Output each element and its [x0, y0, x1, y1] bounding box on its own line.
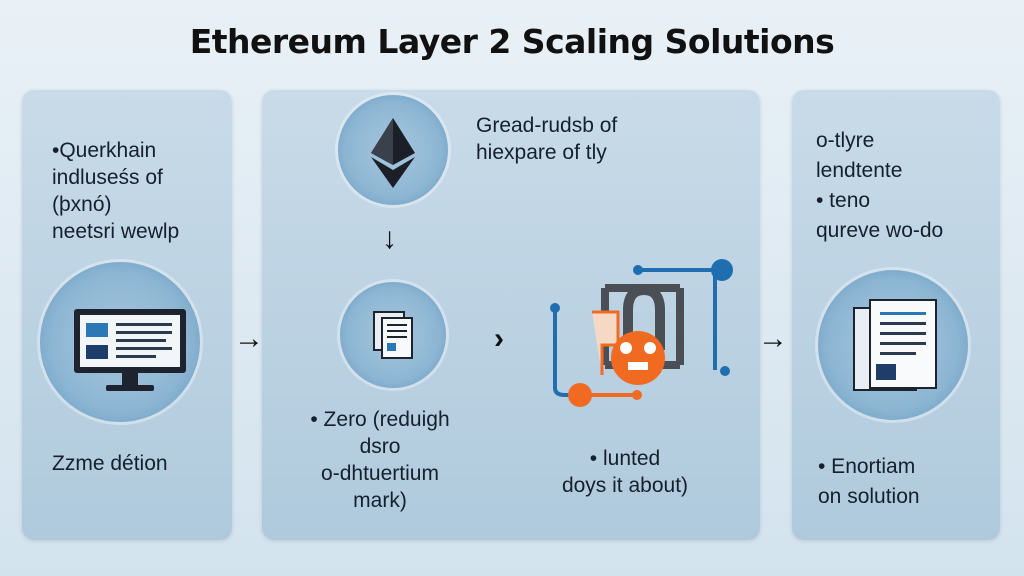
middle-left-caption: • Zero (reduigh dsro o-dhtuertium mark) [290, 406, 470, 514]
text-line: • teno [816, 189, 871, 212]
text-line: doys it about) [561, 474, 689, 497]
arrow-down-icon: ↓ [382, 222, 397, 255]
right-panel-text: o-tlyre lendtente • teno qureve wo-do [816, 126, 943, 246]
text-line: o-tlyre [816, 129, 875, 152]
middle-right-caption: • lunted doys it about) [540, 445, 710, 499]
text-line: • Zero (reduigh [310, 408, 450, 431]
text-line: • lunted [589, 447, 661, 470]
text-line: Gread-rudsb of [476, 114, 618, 137]
page-title: Ethereum Layer 2 Scaling Solutions [189, 22, 835, 61]
text-line: hiexpare of tly [476, 141, 607, 164]
document-icon [373, 311, 413, 359]
ethereum-icon [371, 118, 415, 188]
text-line: on solution [818, 485, 920, 508]
arrow-right-icon: › [494, 322, 504, 355]
text-line: (þxnó) [52, 193, 112, 216]
network-lock-icon [550, 259, 733, 407]
text-line: indluseśs of [52, 166, 163, 189]
text-line: qureve wo-do [816, 219, 944, 242]
text-line: mark) [353, 489, 407, 512]
text-line: lendtente [816, 159, 903, 182]
left-caption: Zzme détion [52, 452, 168, 475]
text-line: o-dhtuertium [321, 462, 439, 485]
text-line: • Enortiam [818, 455, 916, 478]
right-caption: • Enortiam on solution [818, 452, 920, 512]
left-panel-text: •Querkhain indluseśs of (þxnó) neetsri w… [52, 137, 179, 245]
arrow-right-icon: → [234, 322, 264, 355]
arrow-right-icon: → [758, 322, 788, 355]
monitor-icon [74, 309, 186, 391]
document-stack-icon [853, 299, 937, 391]
middle-top-text: Gread-rudsb of hiexpare of tly [476, 112, 617, 166]
text-line: dsro [359, 435, 401, 458]
text-line: neetsri wewlp [52, 220, 180, 243]
text-line: •Querkhain [52, 139, 157, 162]
